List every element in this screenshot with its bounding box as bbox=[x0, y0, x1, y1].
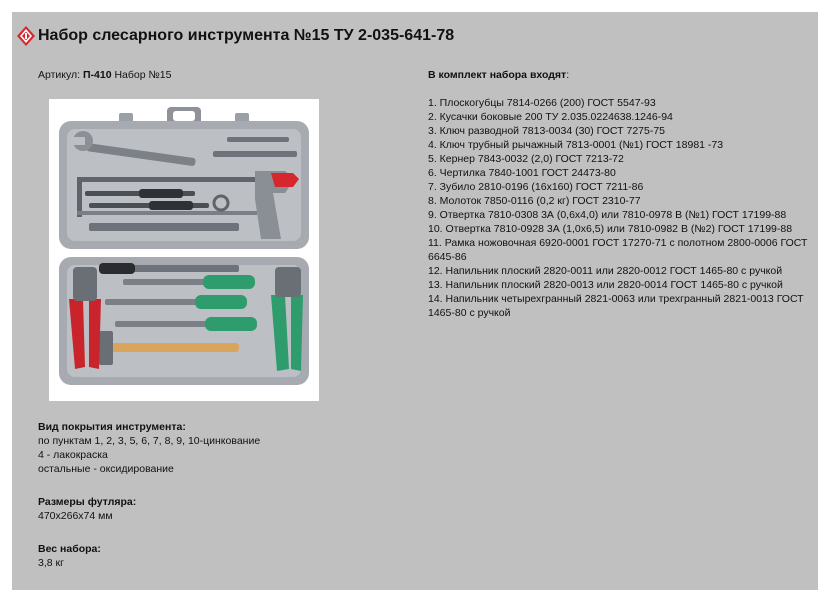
coating-block: Вид покрытия инструмента: по пунктам 1, … bbox=[38, 420, 260, 476]
case-size-value: 470x266x74 мм bbox=[38, 510, 113, 522]
page-title: Набор слесарного инструмента №15 ТУ 2-03… bbox=[38, 27, 455, 44]
list-item: 1. Плоскогубцы 7814-0266 (200) ГОСТ 5547… bbox=[428, 97, 656, 109]
tool-case-illustration bbox=[59, 107, 309, 385]
list-item: 8. Молоток 7850-0116 (0,2 кг) ГОСТ 2310-… bbox=[428, 195, 641, 207]
list-item: 2. Кусачки боковые 200 ТУ 2.035.0224638.… bbox=[428, 111, 673, 123]
weight-value: 3,8 кг bbox=[38, 557, 64, 569]
list-item: 13. Напильник плоский 2820-0013 или 2820… bbox=[428, 279, 783, 291]
article-name: Набор №15 bbox=[111, 69, 172, 81]
contents-heading-colon: : bbox=[566, 69, 570, 81]
list-item: 9. Отвертка 7810-0308 3А (0,6х4,0) или 7… bbox=[428, 209, 787, 221]
weight-heading: Вес набора: bbox=[38, 543, 101, 555]
article-line: Артикул: П-410 Набор №15 bbox=[38, 68, 171, 82]
case-size-heading: Размеры футляра: bbox=[38, 496, 137, 508]
brand-diamond-icon bbox=[17, 26, 35, 46]
list-item: 5. Кернер 7843-0032 (2,0) ГОСТ 7213-72 bbox=[428, 153, 624, 165]
contents-heading: В комплект набора входят: bbox=[428, 68, 818, 82]
article-code: П-410 bbox=[82, 69, 112, 81]
coating-line: по пунктам 1, 2, 3, 5, 6, 7, 8, 9, 10-ци… bbox=[38, 435, 261, 447]
case-size-block: Размеры футляра: 470x266x74 мм bbox=[38, 495, 136, 523]
list-item: 11. Рамка ножовочная 6920-0001 ГОСТ 1727… bbox=[428, 237, 808, 263]
list-item: 10. Отвертка 7810-0928 3А (1,0х6,5) или … bbox=[428, 223, 793, 235]
list-item: 6. Чертилка 7840-1001 ГОСТ 24473-80 bbox=[428, 167, 616, 179]
coating-heading: Вид покрытия инструмента: bbox=[38, 421, 186, 433]
list-item: 3. Ключ разводной 7813-0034 (30) ГОСТ 72… bbox=[428, 125, 666, 137]
list-item: 14. Напильник четырехгранный 2821-0063 и… bbox=[428, 293, 804, 319]
list-item: 12. Напильник плоский 2820-0011 или 2820… bbox=[428, 265, 783, 277]
product-photo bbox=[49, 99, 319, 401]
weight-block: Вес набора: 3,8 кг bbox=[38, 542, 101, 570]
article-label: Артикул: bbox=[38, 69, 83, 81]
list-item: 7. Зубило 2810-0196 (16х160) ГОСТ 7211-8… bbox=[428, 181, 644, 193]
contents-block: В комплект набора входят: 1. Плоскогубцы… bbox=[428, 68, 818, 320]
coating-line: 4 - лакокраска bbox=[38, 449, 108, 461]
contents-heading-text: В комплект набора входят bbox=[428, 69, 567, 81]
list-item: 4. Ключ трубный рычажный 7813-0001 (№1) … bbox=[428, 139, 724, 151]
coating-line: остальные - оксидирование bbox=[38, 463, 174, 475]
contents-list: 1. Плоскогубцы 7814-0266 (200) ГОСТ 5547… bbox=[428, 96, 818, 320]
